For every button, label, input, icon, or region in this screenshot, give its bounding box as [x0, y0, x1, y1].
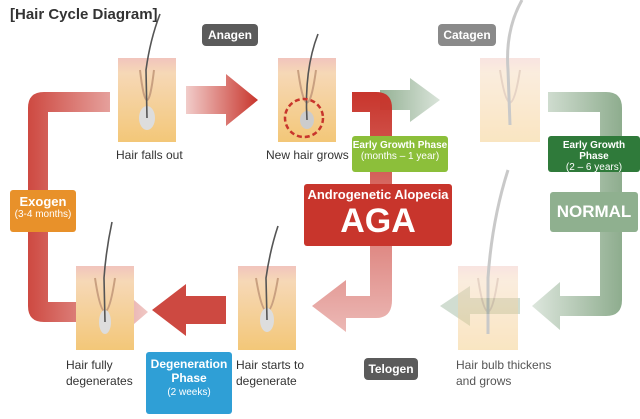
- early-growth-aga-label: Early Growth Phase: [352, 140, 448, 151]
- normal-box: NORMAL: [550, 192, 638, 232]
- aga-box: Androgenetic Alopecia AGA: [304, 184, 452, 246]
- degeneration-label-1: Degeneration: [150, 357, 228, 371]
- caption-hair-starts-1: Hair starts to: [236, 358, 305, 372]
- follicle-catagen: [480, 0, 540, 142]
- aga-line1: Androgenetic Alopecia: [307, 187, 449, 202]
- phase-catagen: Catagen: [438, 24, 496, 46]
- aga-left-loop-arrow: [28, 92, 148, 336]
- caption-new-hair-grows: New hair grows: [266, 148, 349, 162]
- exogen-duration: (3-4 months): [14, 209, 72, 220]
- diagram-title: [Hair Cycle Diagram]: [10, 6, 158, 23]
- phase-anagen: Anagen: [202, 24, 258, 46]
- early-growth-aga-duration: (months – 1 year): [360, 151, 440, 162]
- aga-line2: AGA: [340, 202, 416, 240]
- normal-top-arrow: [380, 78, 440, 122]
- follicle-hair-falls-out: [118, 13, 176, 142]
- early-growth-normal-duration: (2 – 6 years): [565, 162, 623, 173]
- aga-top-arrow: [186, 74, 258, 126]
- normal-label: NORMAL: [556, 202, 632, 221]
- exogen-label: Exogen: [19, 194, 67, 209]
- caption-hair-falls-out: Hair falls out: [116, 148, 183, 162]
- caption-bulb-1: Hair bulb thickens: [456, 358, 552, 372]
- degeneration-label-2: Phase: [171, 371, 207, 385]
- degeneration-box: Degeneration Phase (2 weeks): [146, 352, 232, 414]
- degeneration-duration: (2 weeks): [167, 387, 211, 398]
- caption-hair-fully-1: Hair fully: [66, 358, 113, 372]
- follicle-new-hair-grows: [278, 33, 336, 142]
- early-growth-normal-box: Early Growth Phase (2 – 6 years): [548, 136, 640, 173]
- phase-telogen: Telogen: [364, 358, 418, 380]
- early-growth-aga-box: Early Growth Phase (months – 1 year): [352, 136, 448, 172]
- early-growth-normal-label: Early Growth Phase: [562, 140, 626, 162]
- follicle-bulb-thickens: [458, 169, 518, 350]
- aga-bottom-arrow: [152, 284, 226, 336]
- caption-hair-fully-2: degenerates: [66, 374, 133, 388]
- caption-hair-starts-2: degenerate: [236, 374, 297, 388]
- caption-bulb-2: and grows: [456, 374, 512, 388]
- follicle-fully-degenerated: [76, 221, 134, 350]
- exogen-box: Exogen (3-4 months): [10, 190, 76, 232]
- follicle-starts-degenerate: [238, 225, 296, 350]
